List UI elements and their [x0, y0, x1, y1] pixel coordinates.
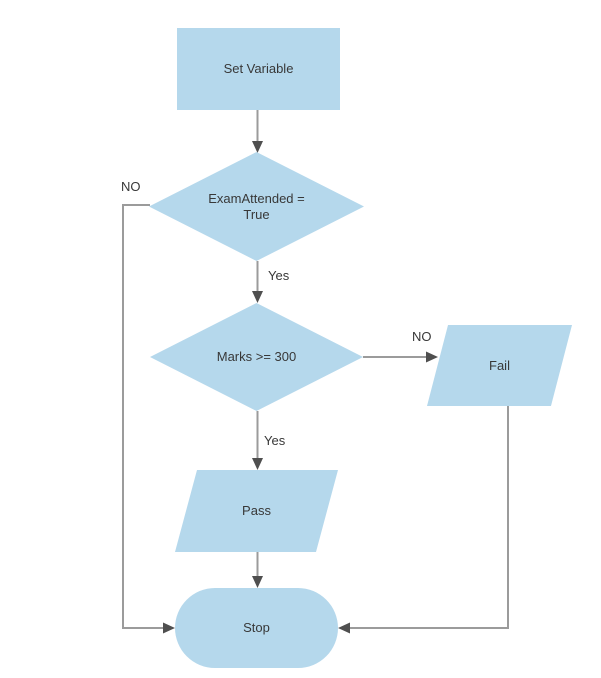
node-label: Pass: [242, 503, 271, 518]
node-label: Marks >= 300: [216, 349, 297, 364]
edge-label-exam-attended-no: NO: [121, 179, 141, 194]
edge-label-exam-attended-yes: Yes: [268, 268, 290, 283]
node-stop[interactable]: Stop: [175, 588, 338, 668]
edge-label-marks-no: NO: [412, 329, 432, 344]
connector-pass-to-stop[interactable]: [252, 552, 263, 588]
connector-set-variable-to-exam-attended[interactable]: [252, 110, 263, 153]
connector-fail-to-stop[interactable]: [338, 405, 509, 634]
node-label: Stop: [243, 620, 270, 635]
connector-exam-attended-no-to-stop[interactable]: [122, 204, 175, 634]
connector-exam-attended-yes-to-marks[interactable]: [252, 261, 263, 303]
node-set-variable[interactable]: Set Variable: [177, 28, 340, 110]
node-pass[interactable]: Pass: [175, 470, 338, 552]
node-label: Set Variable: [223, 61, 294, 76]
node-label: Fail: [489, 357, 510, 373]
connector-marks-no-to-fail[interactable]: [363, 351, 438, 363]
connector-marks-yes-to-pass[interactable]: [252, 411, 263, 470]
node-label: ExamAttended = True: [208, 190, 305, 222]
node-fail[interactable]: Fail: [427, 325, 572, 406]
edge-label-marks-yes: Yes: [264, 433, 286, 448]
